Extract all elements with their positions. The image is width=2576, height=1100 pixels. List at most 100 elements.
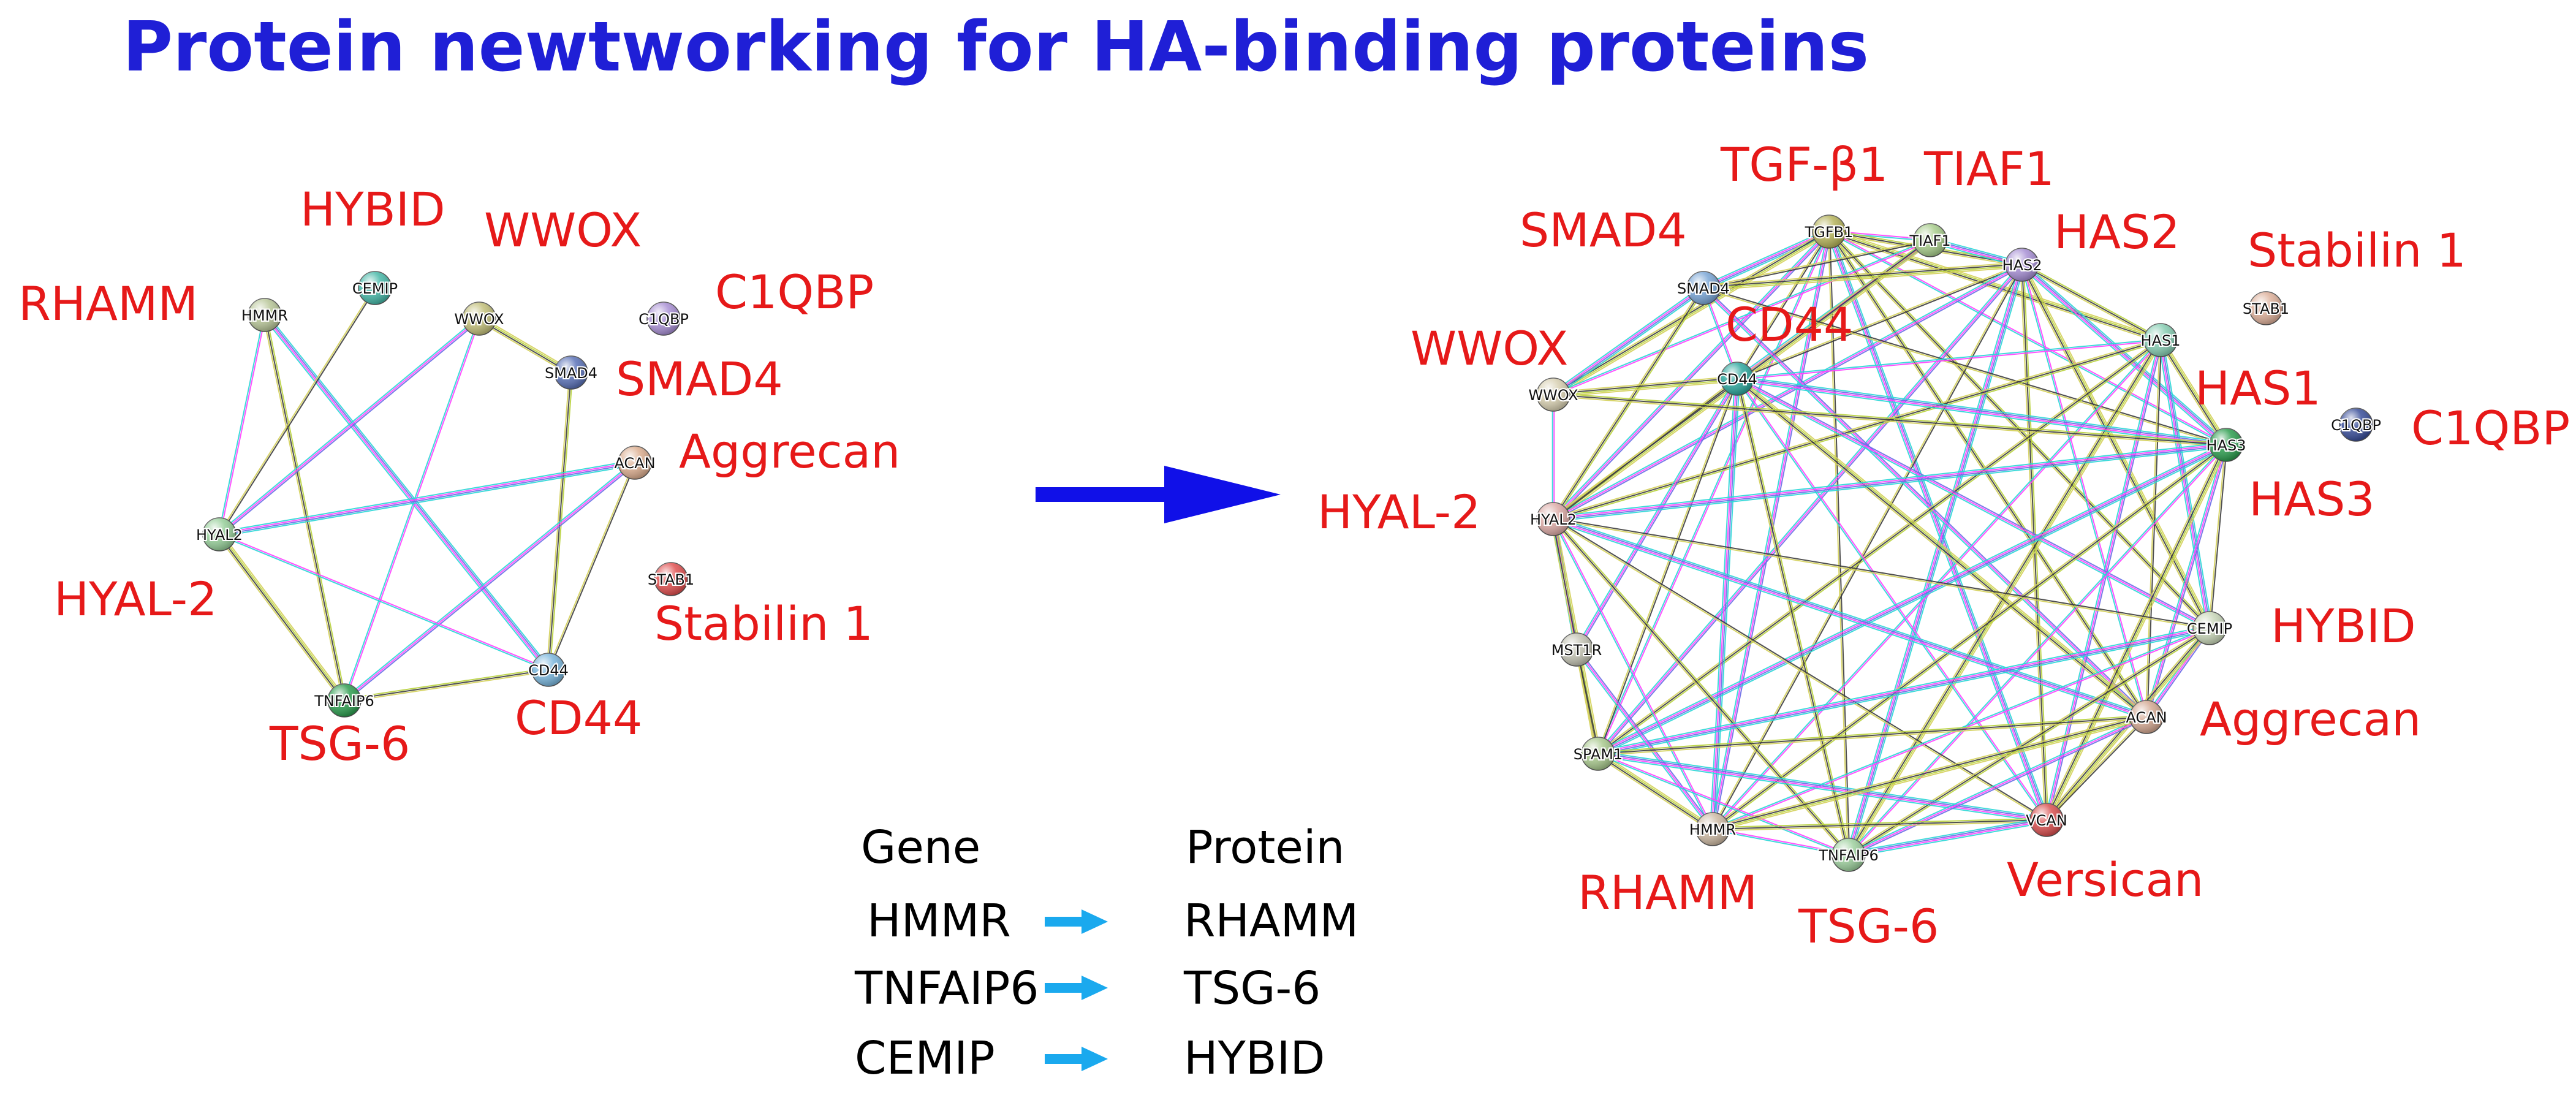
node-text-right-tiaf1: TIAF1 [1909,232,1950,249]
edge-right-has2-smad4 [1703,262,2023,291]
edge-right-cd44-cemip [1736,376,2211,631]
node-text-right-tgfb1: TGFB1 [1805,224,1854,241]
edge-right-smad4-hyal2 [1551,287,1706,520]
edge-right-has3-hyal2 [1553,442,2227,522]
edge-right-cd44-hyal2 [1552,377,1738,520]
edge-left-wwox-smad4 [477,316,573,376]
edge-right-has2-spam1 [1596,263,2024,756]
label-right-has2: HAS2 [2054,205,2180,259]
edge-left-hyal2-tnfaip6 [217,533,347,702]
node-text-left-tnfaip6: TNFAIP6 [314,692,374,710]
node-text-right-wwox: WWOX [1528,387,1578,404]
node-left-wwox: WWOX [453,302,506,336]
edge-right-has2-hyal2 [1552,262,2023,522]
edge-right-spam1-acan [1597,715,2147,756]
node-text-right-hyal2: HYAL2 [1530,511,1577,528]
edge-left-acan-cd44 [547,462,637,670]
edge-left-hmmr-cd44 [262,313,551,672]
edge-left-hyal2-cd44 [219,533,549,672]
edge-left-acan-hyal2 [219,460,635,537]
label-right-has1: HAS1 [2195,361,2321,415]
node-text-right-hmmr: HMMR [1689,821,1736,838]
edge-right-cd44-acan [1735,376,2149,719]
node-text-right-mst1r: MST1R [1551,642,1602,659]
label-right-cemip: HYBID [2271,599,2416,653]
legend-arrow-2 [1045,976,1108,1000]
node-text-right-tnfaip6: TNFAIP6 [1818,847,1878,864]
edge-right-tgfb1-cd44 [1736,230,1830,380]
edge-left-tnfaip6-cd44 [344,667,549,703]
node-text-left-stab1: STAB1 [648,571,694,588]
node-right-tiaf1: TIAF1 [1907,223,1952,257]
label-left-wwox: WWOX [484,203,642,257]
legend-gene-header: Gene [861,821,981,874]
edge-right-hyal2-vcan [1552,518,2048,821]
label-left-c1qbp: C1QBP [715,265,874,319]
node-right-vcan: VCAN [2025,803,2069,837]
edge-left-acan-tnfaip6 [343,461,637,702]
edge-right-cd44-tnfaip6 [1735,378,1851,855]
label-left-stab1: Stabilin 1 [654,596,873,651]
node-text-right-has3: HAS3 [2207,437,2246,454]
edge-right-has2-acan [2020,264,2148,718]
edge-right-has2-has1 [2021,262,2162,343]
edge-right-smad4-wwox [1551,286,1705,397]
edge-right-has1-spam1 [1596,338,2162,756]
node-right-c1qbp: C1QBP [2330,408,2382,442]
edge-right-tnfaip6-vcan [1848,817,2047,858]
edge-left-smad4-cd44 [546,372,574,670]
node-text-left-hmmr: HMMR [241,307,288,324]
edge-right-has3-acan [2144,444,2229,718]
label-left-tnfaip6: TSG-6 [269,716,410,771]
transition-arrow [1036,466,1281,523]
edge-right-cemip-tnfaip6 [1847,626,2211,857]
node-left-acan: ACAN [613,446,657,480]
label-right-wwox: WWOX [1411,321,1568,376]
node-text-right-has2: HAS2 [2002,257,2042,274]
node-left-stab1: STAB1 [646,562,695,596]
edge-right-has3-tnfaip6 [1847,444,2227,856]
legend-gene-tnfaip6: TNFAIP6 [855,962,1039,1015]
edge-right-smad4-has3 [1703,286,2227,447]
node-text-right-spam1: SPAM1 [1574,746,1623,763]
edge-left-hmmr-tnfaip6 [262,314,347,701]
edge-right-acan-hmmr [1711,714,2148,832]
edge-right-has2-cd44 [1737,263,2023,381]
edge-right-cd44-wwox [1553,376,1738,398]
node-text-right-vcan: VCAN [2026,812,2067,829]
node-left-cd44: CD44 [527,653,570,687]
edge-right-cd44-mst1r [1574,377,1740,651]
edge-right-spam1-vcan [1597,751,2047,823]
node-left-smad4: SMAD4 [544,355,599,390]
edge-right-cd44-spam1 [1596,378,1739,754]
edge-right-has3-spam1 [1596,442,2228,757]
node-text-right-cd44: CD44 [1717,371,1757,388]
edge-right-hmmr-vcan [1712,817,2047,832]
label-left-hmmr: RHAMM [18,276,198,331]
label-right-hyal2: HYAL-2 [1317,485,1480,539]
edge-left-cemip-hyal2 [218,287,376,536]
node-right-cd44: CD44 [1716,362,1759,396]
edge-right-mst1r-spam1 [1575,649,1600,754]
edge-right-tgfb1-spam1 [1596,231,1831,754]
edge-right-has1-has3 [2157,338,2229,447]
edge-right-has2-tnfaip6 [1846,264,2025,856]
label-left-hyal2: HYAL-2 [54,572,217,626]
edge-right-spam1-tnfaip6 [1597,752,1849,857]
legend-protein-header: Protein [1186,821,1345,874]
node-right-tnfaip6: TNFAIP6 [1817,838,1880,872]
edge-right-has1-hyal2 [1552,338,2162,522]
label-left-smad4: SMAD4 [616,352,783,406]
node-text-right-smad4: SMAD4 [1677,280,1730,297]
label-right-has3: HAS3 [2249,472,2375,526]
edge-right-has2-has3 [2020,262,2229,447]
node-right-smad4: SMAD4 [1676,271,1731,305]
edge-right-smad4-acan [1702,286,2148,719]
node-text-right-c1qbp: C1QBP [2331,417,2381,434]
label-right-tgfb1: TGF-β1 [1720,137,1888,192]
node-left-tnfaip6: TNFAIP6 [313,683,376,718]
edge-right-has3-vcan [2044,443,2229,822]
